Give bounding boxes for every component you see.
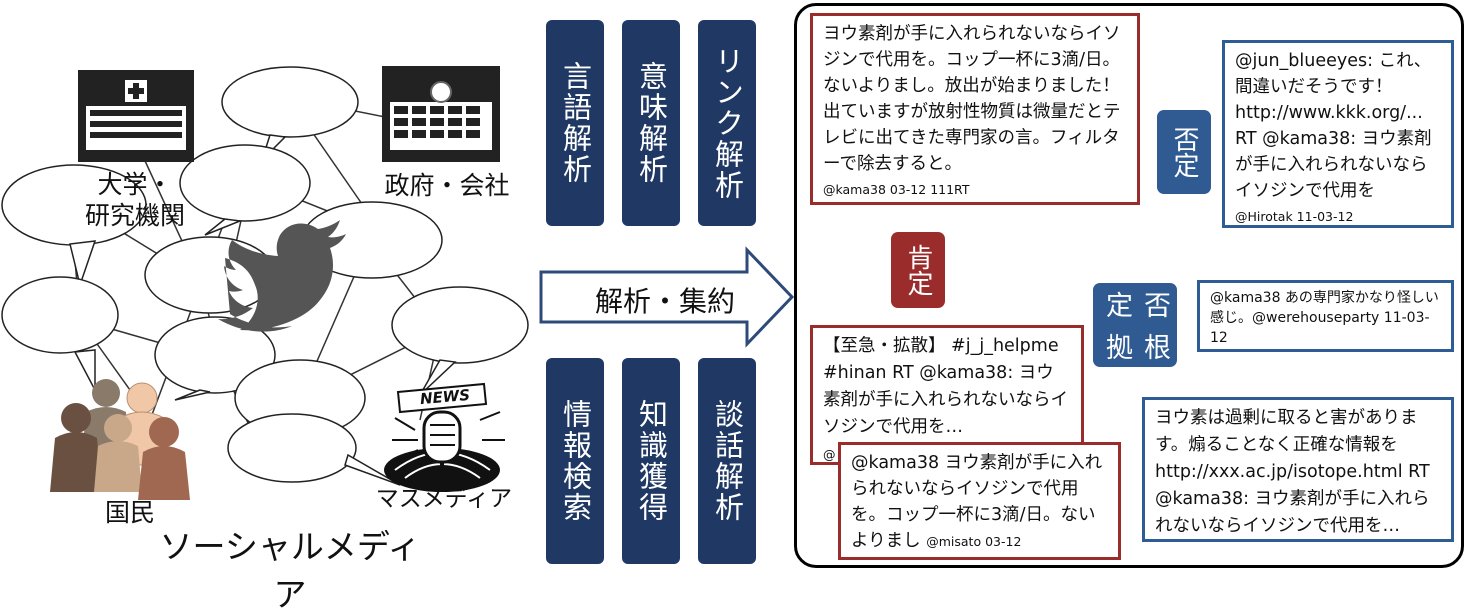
tag-basis-deny: 否定根拠 xyxy=(1093,283,1177,367)
people-icon xyxy=(50,379,190,500)
tag-basis: 根拠 xyxy=(1101,332,1170,360)
university-label: 大学・ 研究機関 xyxy=(84,170,185,230)
tweet-were-text: @kama38 あの専門家かなり怪しい感じ。@werehouseparty 11… xyxy=(1210,290,1439,346)
microphone-news-icon xyxy=(384,382,505,492)
tweet-misato-meta: @misato 03-12 xyxy=(926,534,1022,549)
method-language-analysis: 言語解析 xyxy=(546,20,604,226)
tweet-were: @kama38 あの専門家かなり怪しい感じ。@werehouseparty 11… xyxy=(1197,280,1454,352)
tag-deny: 否定 xyxy=(1157,110,1211,194)
tweet-misato: @kama38 ヨウ素剤が手に入れられないならイソジンで代用を。コップ一杯に3滴… xyxy=(838,442,1121,560)
tweet-main-meta: @kama38 03-12 111RT xyxy=(823,182,970,197)
method-semantic-analysis: 意味解析 xyxy=(622,20,680,226)
bird-icon xyxy=(218,220,346,332)
aggregate-arrow-label: 解析・集約 xyxy=(594,285,735,318)
method-information-retrieval: 情報検索 xyxy=(546,358,604,564)
method-discourse-analysis: 談話解析 xyxy=(698,358,756,564)
tweet-main: ヨウ素剤が手に入れられないならイソジンで代用を。コップ一杯に3滴/日。ないよりま… xyxy=(810,13,1140,205)
hospital-building-icon xyxy=(78,70,194,162)
aggregate-arrow xyxy=(539,246,795,348)
tag-affirm: 肯定 xyxy=(891,232,945,308)
tweet-kyuu-meta: @ xyxy=(823,447,836,462)
social-media-title: ソーシャルメディア xyxy=(159,527,421,614)
background-diagram xyxy=(1,66,1221,500)
government-label: 政府・会社 xyxy=(384,171,510,200)
tweet-jun: @jun_blueeyes: これ、間違いだそうです！ http://www.k… xyxy=(1222,40,1454,228)
mass-media-label: マスメディア xyxy=(375,486,513,512)
office-building-icon xyxy=(382,66,500,162)
tag-deny2: 否定 xyxy=(1101,290,1170,318)
tweet-ac: ヨウ素は過剰に取ると害があります。煽ることなく正確な情報をhttp://xxx.… xyxy=(1142,397,1454,542)
method-knowledge-acquisition: 知識獲得 xyxy=(622,358,680,564)
tweet-ac-text: ヨウ素は過剰に取ると害があります。煽ることなく正確な情報をhttp://xxx.… xyxy=(1155,408,1430,536)
method-link-analysis: リンク解析 xyxy=(698,20,756,226)
tweet-kyuu: 【至急・拡散】 #j_j_helpme #hinan RT @kama38: ヨ… xyxy=(810,325,1084,465)
tweet-kyuu-text: 【至急・拡散】 #j_j_helpme #hinan RT @kama38: ヨ… xyxy=(823,336,1068,437)
tweet-main-text: ヨウ素剤が手に入れられないならイソジンで代用を。コップ一杯に3滴/日。ないよりま… xyxy=(823,24,1121,174)
tweet-jun-meta: @Hirotak 11-03-12 xyxy=(1235,209,1354,224)
tweet-misato-text: @kama38 ヨウ素剤が手に入れられないならイソジンで代用を。コップ一杯に3滴… xyxy=(851,453,1103,551)
citizens-label: 国民 xyxy=(104,498,155,527)
tweet-jun-text: @jun_blueeyes: これ、間違いだそうです！ http://www.k… xyxy=(1235,51,1432,201)
